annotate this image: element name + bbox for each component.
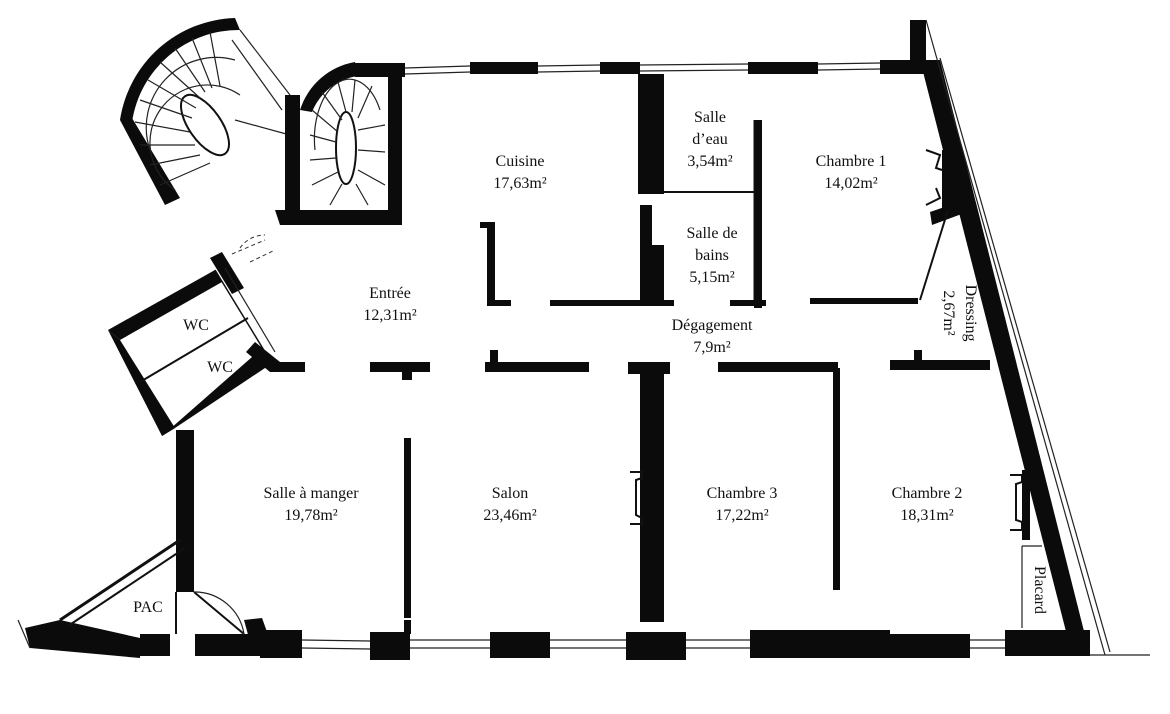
room-name: Salle de <box>686 225 737 242</box>
room-name: Dressing <box>962 285 979 342</box>
room-area: 18,31m² <box>900 507 953 524</box>
room-wc-1: WC <box>183 317 209 334</box>
room-chambre-3: Chambre 3 17,22m² <box>707 485 778 524</box>
room-area: 19,78m² <box>284 507 337 524</box>
room-name: PAC <box>133 599 163 616</box>
room-salle-a-manger: Salle à manger 19,78m² <box>263 485 359 524</box>
room-name: WC <box>183 317 209 334</box>
room-name: Salon <box>492 485 528 502</box>
room-name: WC <box>207 359 233 376</box>
door-arcs <box>239 234 1042 628</box>
room-cuisine: Cuisine 17,63m² <box>493 153 546 192</box>
room-name: d’eau <box>692 131 728 148</box>
room-name: Chambre 1 <box>816 153 887 170</box>
outer-walls <box>17 19 1150 660</box>
room-name: Chambre 3 <box>707 485 778 502</box>
room-entree: Entrée 12,31m² <box>363 285 416 324</box>
room-name: Chambre 2 <box>892 485 963 502</box>
room-chambre-2: Chambre 2 18,31m² <box>892 485 963 524</box>
room-wc-2: WC <box>207 359 233 376</box>
room-salle-eau: Salle d’eau 3,54m² <box>687 109 732 170</box>
room-area: 23,46m² <box>483 507 536 524</box>
room-dressing: Dressing 2,67m² <box>940 285 979 342</box>
fireplaces <box>630 149 1030 540</box>
room-area: 12,31m² <box>363 307 416 324</box>
room-salon: Salon 23,46m² <box>483 485 536 524</box>
room-placard: Placard <box>1031 566 1048 614</box>
room-area: 7,9m² <box>693 339 730 356</box>
room-name: Dégagement <box>672 317 753 334</box>
room-area: 14,02m² <box>824 175 877 192</box>
room-area: 17,22m² <box>715 507 768 524</box>
room-chambre-1: Chambre 1 14,02m² <box>816 153 887 192</box>
room-area: 17,63m² <box>493 175 546 192</box>
staircase-right <box>275 62 402 225</box>
room-name: Placard <box>1031 566 1048 614</box>
room-area: 3,54m² <box>687 153 732 170</box>
staircase-left <box>120 18 291 205</box>
interior-walls <box>108 74 990 642</box>
room-area: 2,67m² <box>940 290 957 335</box>
room-pac: PAC <box>133 599 163 616</box>
room-degagement: Dégagement 7,9m² <box>672 317 753 356</box>
room-name: Salle <box>694 109 726 126</box>
room-name: bains <box>695 247 729 264</box>
room-salle-bains: Salle de bains 5,15m² <box>686 225 737 286</box>
room-name: Entrée <box>369 285 411 302</box>
room-name: Cuisine <box>496 153 545 170</box>
room-name: Salle à manger <box>263 485 359 502</box>
room-area: 5,15m² <box>689 269 734 286</box>
